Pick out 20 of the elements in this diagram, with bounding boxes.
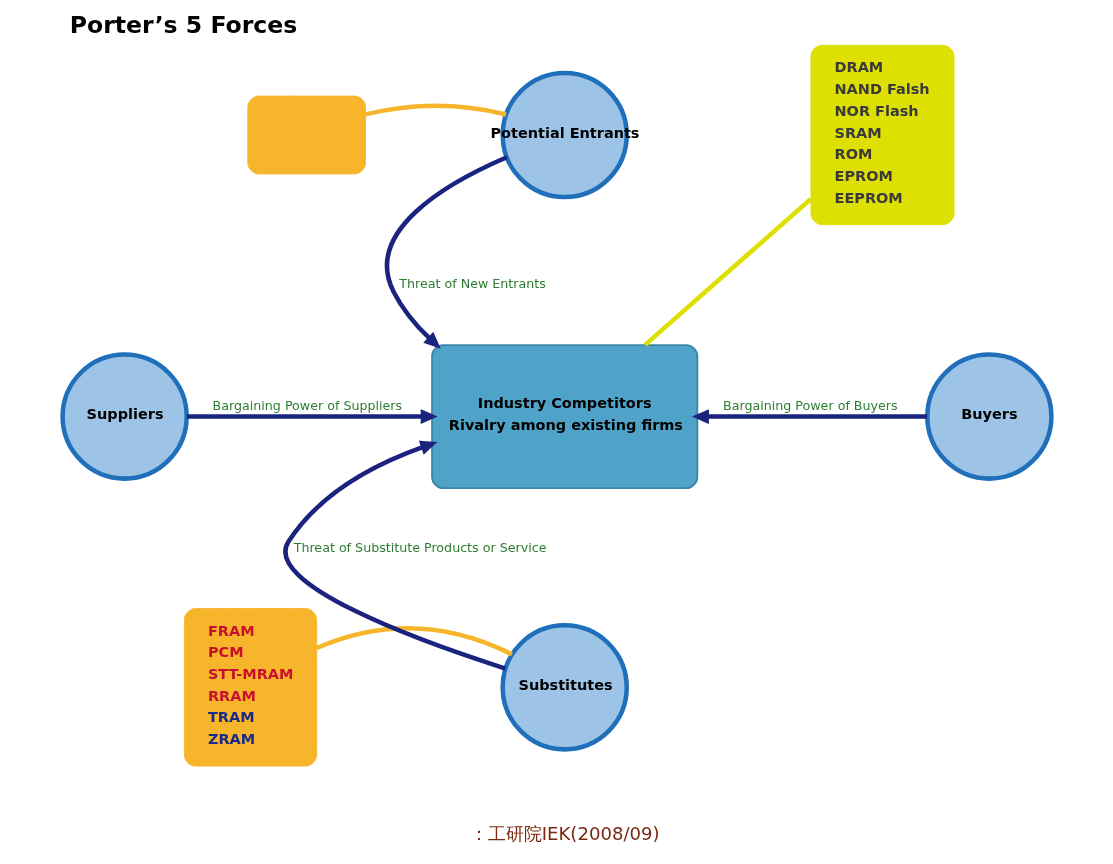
- node-box: [246, 95, 366, 175]
- caption: ：工研院IEK(2008/09): [469, 823, 660, 845]
- arrow: [384, 155, 508, 349]
- arrow: [282, 440, 506, 671]
- arrow: [186, 409, 438, 424]
- node-box: DRAM NAND Falsh NOR Flash SRAM ROM EPROM EEPROM: [810, 44, 954, 226]
- edge-label: Bargaining Power of Buyers: [722, 398, 898, 414]
- node-box: Industry Competitors Rivalry among existing firms: [430, 344, 698, 490]
- node-box: FRAM PCM STT-MRAM RRAM TRAM ZRAM: [183, 608, 317, 767]
- edge-label: Threat of Substitute Products or Service: [293, 539, 546, 555]
- connector: [643, 197, 812, 347]
- arrow: [691, 409, 927, 424]
- connector: [315, 626, 513, 657]
- diagram-title: Porter’s 5 Forces: [69, 11, 297, 40]
- node-circle: Suppliers: [59, 352, 189, 481]
- node-circle: Substitutes: [499, 623, 629, 752]
- connector: [364, 103, 506, 117]
- node-circle: Buyers: [924, 352, 1054, 481]
- edge-label: Bargaining Power of Suppliers: [212, 398, 402, 414]
- edge-label: Threat of New Entrants: [398, 276, 546, 292]
